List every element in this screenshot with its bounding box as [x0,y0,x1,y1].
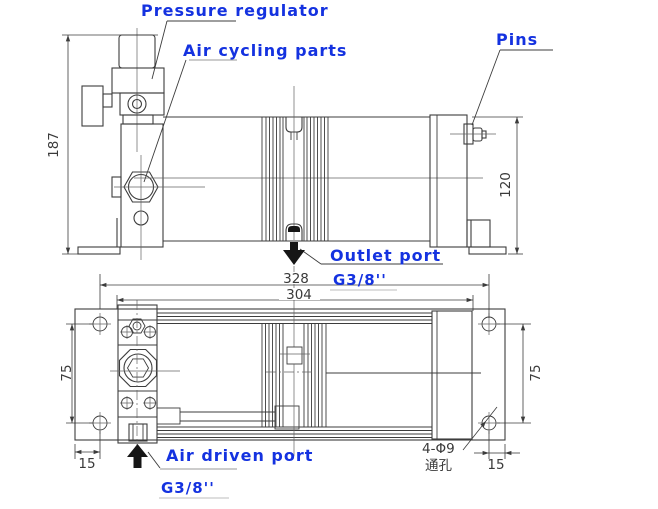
dim-hole-spacing-right: 75 [528,364,544,381]
pressure-regulator-label: Pressure regulator [141,1,329,20]
dim-overall-height: 187 [46,132,62,158]
regulator-body [111,67,165,94]
dim-15-linework [74,431,520,459]
pins-label: Pins [496,30,538,49]
holes-note-leader [462,406,498,451]
right-foot [468,246,507,255]
regulator-knob [81,85,104,127]
mounting-hole-bottom-right [478,412,500,434]
pump-cylinder [134,86,483,242]
air-driven-arrow-icon [127,444,148,468]
regulator-fitting [127,94,147,114]
label-leaders-plan [147,451,237,499]
cooling-fins-plan [261,324,327,427]
outlet-port-label: Outlet port [330,246,441,265]
air-valve-body [111,123,205,260]
tie-rods [157,312,432,438]
pin [450,123,496,145]
end-block-plan [431,310,473,440]
cooling-fins-side [265,117,325,241]
piston-rod-plan [156,405,300,430]
air-driven-port-label: Air driven port [166,446,313,465]
dim-edge-offset-left: 15 [78,456,95,472]
dim-hole-spacing-left: 75 [59,364,75,381]
left-foot [77,246,121,255]
dim-120-linework [472,116,523,255]
dim-body-length: 304 [286,287,312,303]
dim-overall-length: 328 [283,271,309,287]
holes-count-dia-note: 4-Φ9 [422,441,455,457]
side-view [62,20,553,291]
outlet-port-shape [285,223,303,241]
dim-end-height: 120 [498,172,514,198]
air-inlet-fitting [118,348,158,388]
outlet-port-thread-label: G3/8'' [333,271,387,289]
dim-edge-offset-right: 15 [487,457,504,473]
holes-thru-note: 通孔 [425,458,452,474]
air-cycling-parts-label: Air cycling parts [183,41,347,60]
air-driven-port-shape [128,423,148,442]
air-driven-port-thread-label: G3/8'' [161,479,215,497]
outlet-arrow-icon [283,242,305,265]
top-nut [128,318,146,334]
end-cap [429,114,468,248]
dim-75-linework [66,323,531,424]
base-plate [74,308,506,441]
top-port [285,117,303,133]
valve-block-plan [110,300,180,452]
pressure-regulator [81,28,165,152]
